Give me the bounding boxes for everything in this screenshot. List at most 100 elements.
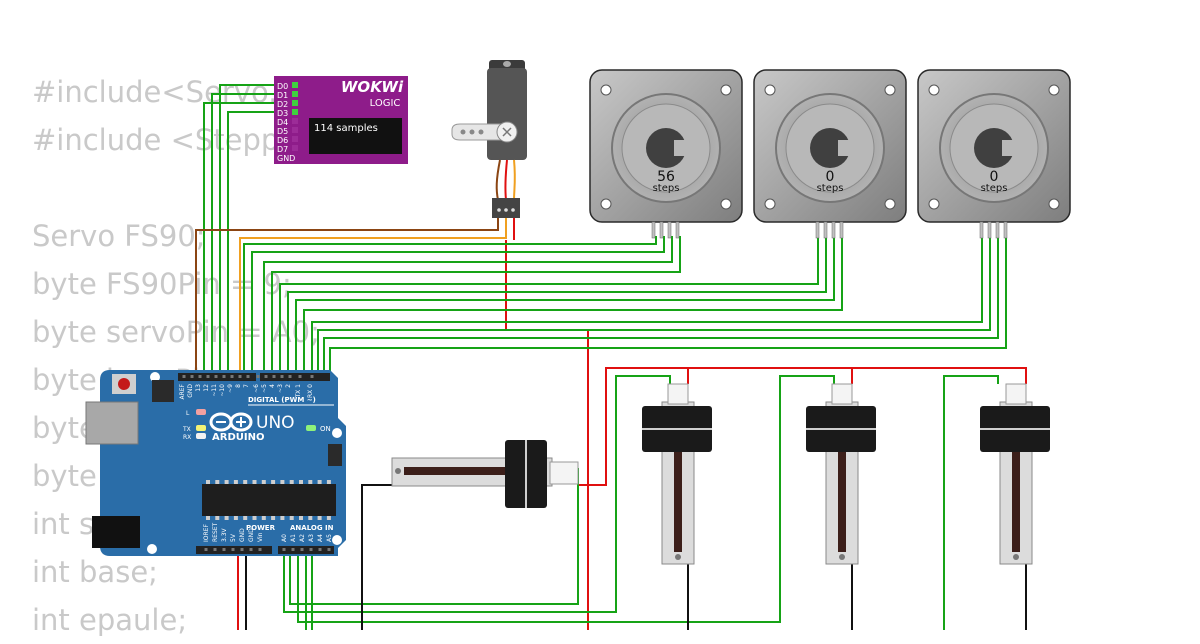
pot-v-screw	[675, 554, 681, 560]
wire-stepper2-b	[287, 236, 827, 373]
wire-stepper3-d	[329, 236, 1007, 373]
stepper-mount-hole	[1048, 84, 1060, 96]
logic-analyzer-pin-label: D4	[277, 118, 288, 127]
chip-pin	[261, 516, 266, 520]
mount-hole	[150, 372, 160, 382]
analog-pin-label: A3	[308, 534, 315, 542]
header-socket	[300, 548, 304, 551]
analog-pin-label: A2	[299, 534, 306, 542]
wire-stepper1-c	[263, 236, 673, 373]
header-socket	[213, 548, 217, 551]
chip-pin	[280, 516, 285, 520]
header-socket	[282, 548, 286, 551]
header-socket	[327, 548, 331, 551]
logic-analyzer-channel-pad	[292, 127, 298, 133]
logic-analyzer-channel-pad	[292, 136, 298, 142]
power-pin-label: 3.3V	[221, 527, 228, 542]
header-socket	[272, 375, 276, 378]
stepper-pin	[815, 221, 820, 239]
logic-analyzer-channel-pad	[292, 82, 298, 88]
digital-pin-label: ~10	[219, 384, 226, 397]
header-socket	[246, 375, 250, 378]
chip-pin	[252, 480, 257, 484]
power-pin-label: 5V	[230, 533, 237, 542]
servo-horn-hole	[460, 129, 466, 135]
digital-pin-label: 12	[203, 384, 210, 392]
digital-header-right	[260, 373, 330, 381]
servo-screw-top	[503, 61, 511, 67]
stepper-pin	[675, 221, 680, 239]
logic-analyzer-pin-label: D3	[277, 109, 288, 118]
header-socket	[238, 375, 242, 378]
icsp-header-2	[328, 444, 342, 466]
header-socket	[190, 375, 194, 378]
pot-v-track	[838, 440, 846, 552]
header-socket	[318, 548, 322, 551]
digital-pin-label: GND	[187, 384, 194, 398]
logic-analyzer-brand: WOKWi	[341, 78, 404, 96]
analog-pin-label: A0	[281, 534, 288, 542]
stepper-mount-hole	[928, 84, 940, 96]
logic-analyzer-pin-label: GND	[277, 154, 295, 163]
slide-potentiometer-horizontal[interactable]	[391, 440, 579, 508]
arduino-logo	[209, 412, 253, 432]
chip-pin	[206, 516, 210, 520]
header-socket	[310, 375, 314, 378]
stepper-pin	[823, 221, 828, 239]
stepper-mount-hole	[1048, 198, 1060, 210]
logic-analyzer-display	[309, 118, 402, 154]
wire-stepper2-a	[279, 236, 819, 373]
logic-analyzer-pin-label: D1	[277, 91, 288, 100]
slide-potentiometer-vertical[interactable]	[806, 383, 876, 565]
wire-pot1-sig	[289, 468, 579, 605]
mount-hole	[332, 428, 342, 438]
wire-servo-vcc	[239, 218, 507, 373]
header-socket	[182, 375, 186, 378]
digital-pin-label: 7	[243, 384, 250, 388]
stepper-pin	[995, 221, 1000, 239]
servo-connector-pin	[504, 208, 508, 212]
stepper-mount-hole	[600, 198, 612, 210]
reset-button-cap[interactable]	[118, 378, 130, 390]
wire-pot3-sig	[297, 375, 835, 623]
slide-potentiometer-vertical[interactable]	[642, 383, 712, 565]
header-socket	[204, 548, 208, 551]
digital-pin-label: AREF	[179, 383, 186, 399]
digital-pin-label: ~9	[227, 384, 234, 393]
digital-pin-label: 8	[235, 384, 242, 388]
slide-potentiometer-vertical[interactable]	[980, 383, 1050, 565]
wire-stepper1-d	[271, 236, 681, 373]
servo-motor[interactable]	[451, 60, 527, 218]
stepper-shaft	[810, 128, 850, 168]
chip-pin	[308, 480, 313, 484]
stepper-pin	[1003, 221, 1008, 239]
logic-analyzer-samples: 114 samples	[314, 123, 378, 134]
servo-lead-brown	[495, 159, 501, 201]
led-rx-label: RX	[183, 434, 191, 441]
header-socket	[231, 548, 235, 551]
power-pin-label: GND	[239, 528, 246, 542]
led-tx	[196, 425, 206, 431]
logic-analyzer-pin-label: D2	[277, 100, 288, 109]
power-pin-label: GND	[248, 528, 255, 542]
mount-hole	[147, 544, 157, 554]
stepper-shaft-flat	[1002, 140, 1014, 156]
digital-pin-label: ~5	[261, 384, 268, 393]
wire-stepper1-b	[251, 236, 665, 373]
stepper-pin	[979, 221, 984, 239]
wires	[195, 84, 1027, 630]
wire-5v-red	[505, 240, 589, 630]
pot-v-track	[674, 440, 682, 552]
stepper-pin	[839, 221, 844, 239]
led-l	[196, 409, 206, 415]
stepper-mount-hole	[884, 198, 896, 210]
chip-pin	[215, 516, 220, 520]
logic-analyzer-pin-label: D6	[277, 136, 288, 145]
header-socket	[214, 375, 218, 378]
